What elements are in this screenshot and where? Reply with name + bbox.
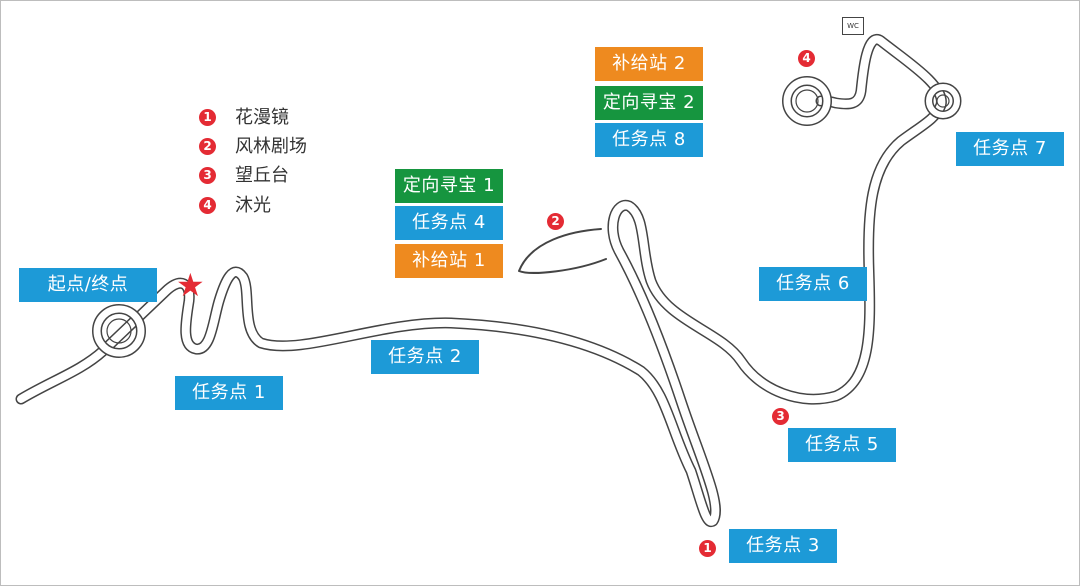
legend-text-1: 花漫镜 — [235, 107, 289, 128]
label-task-2: 任务点 2 — [371, 340, 479, 374]
label-task-3: 任务点 3 — [729, 529, 837, 563]
label-start-end: 起点/终点 — [19, 268, 157, 302]
legend-marker-1: 1 — [199, 109, 216, 126]
label-treasure-2: 定向寻宝 2 — [595, 86, 703, 120]
marker-3: 3 — [772, 408, 789, 425]
label-task-5: 任务点 5 — [788, 428, 896, 462]
marker-1: 1 — [699, 540, 716, 557]
label-task-7: 任务点 7 — [956, 132, 1064, 166]
legend-text-3: 望丘台 — [235, 165, 289, 186]
theater-loop — [518, 228, 607, 274]
wc-sign: WC — [842, 17, 864, 35]
label-supply-1: 补给站 1 — [395, 244, 503, 278]
label-task-1: 任务点 1 — [175, 376, 283, 410]
legend-marker-2: 2 — [199, 138, 216, 155]
legend-marker-3: 3 — [199, 167, 216, 184]
legend-text-4: 沐光 — [235, 195, 271, 216]
legend-marker-4: 4 — [199, 197, 216, 214]
label-task-4: 任务点 4 — [395, 206, 503, 240]
marker-4: 4 — [798, 50, 815, 67]
legend-text-2: 风林剧场 — [235, 136, 307, 157]
label-task-6: 任务点 6 — [759, 267, 867, 301]
start-star-icon: ★ — [176, 266, 205, 304]
marker-2: 2 — [547, 213, 564, 230]
label-supply-2: 补给站 2 — [595, 47, 703, 81]
label-task-8: 任务点 8 — [595, 123, 703, 157]
label-treasure-1: 定向寻宝 1 — [395, 169, 503, 203]
